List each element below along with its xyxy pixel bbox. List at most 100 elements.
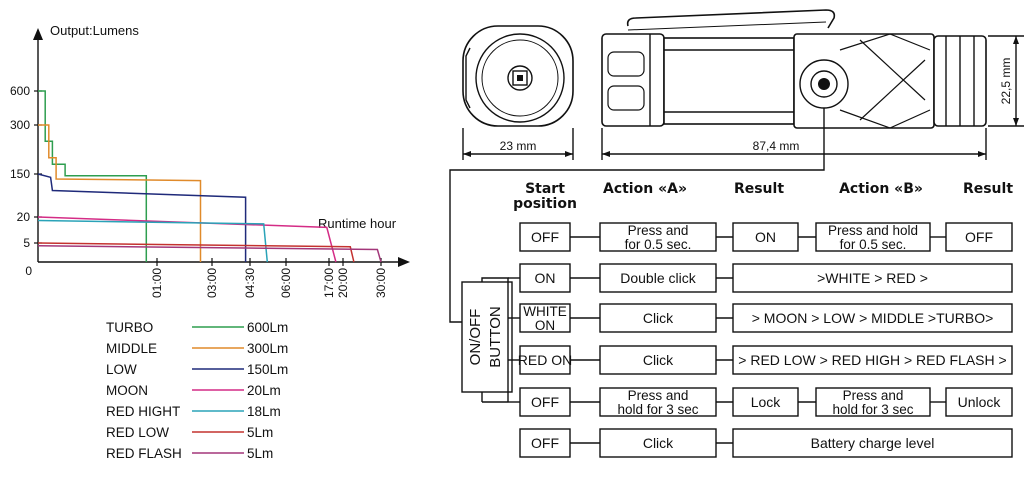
action-a-cell-text: Click [643,352,674,368]
header-start: Start [525,181,565,197]
y-tick-label: 5 [23,236,30,250]
x-tick-label: 03:00 [205,268,219,298]
y-tick-label: 20 [17,210,31,224]
header-result-2: Result [963,181,1013,197]
result-wide-cell [732,263,1013,293]
legend-name: MOON [106,383,148,398]
y-axis-arrow [33,28,43,40]
header-action-a: Action «A» [603,181,687,197]
action-a-cell [599,387,717,417]
series-line-turbo [38,90,148,262]
x-tick-label: 06:00 [279,268,293,298]
action-a-cell [599,345,717,375]
series-line-low [37,173,247,262]
flashlight-drawing: 23 mm 87,4 mm [449,9,1024,323]
start-cell-text: ON [535,270,556,286]
action-b-cell-text: for 0.5 sec. [840,237,907,252]
result-wide-cell-text: >WHITE > RED > [817,270,928,286]
result-wide-cell [732,345,1013,375]
legend-value: 300Lm [247,341,288,356]
legend-name: TURBO [106,320,153,335]
result2-cell [945,387,1013,417]
result-cell-text: Lock [751,394,782,410]
start-cell [519,263,571,293]
x-tick-label: 20:00 [336,268,350,298]
y-tick-label: 150 [10,167,30,181]
legend-name: RED FLASH [106,446,182,461]
start-cell-text: ON [535,318,555,333]
legend-value: 150Lm [247,362,288,377]
series-line-middle [38,124,202,262]
x-tick-label: 17:00 [322,268,336,298]
result-wide-cell-text: > RED LOW > RED HIGH > RED FLASH > [738,352,1006,368]
result-wide-cell [732,303,1013,333]
x-tick-label: 30:00 [374,268,388,298]
action-b-cell-text: Press and [843,388,904,403]
result-wide-cell-text: > MOON > LOW > MIDDLE >TURBO> [752,310,994,326]
legend-value: 600Lm [247,320,288,335]
series-line-moon [37,216,337,263]
header-action-b: Action «B» [839,181,923,197]
result-wide-cell [732,428,1013,458]
origin-label: 0 [25,264,32,278]
start-cell [519,387,571,417]
action-a-cell-text: for 0.5 sec. [625,237,692,252]
start-cell-text: OFF [531,435,559,451]
start-cell-text: OFF [531,229,559,245]
button-label-line1: ON/OFF [467,309,484,366]
x-tick-label: 01:00 [150,268,164,298]
operation-table: Start position Action «A» Result Action … [461,181,1013,458]
start-cell [519,428,571,458]
y-tick-label: 300 [10,118,30,132]
header-position: position [513,196,577,212]
legend-name: MIDDLE [106,341,157,356]
side-view [601,9,987,129]
start-cell-text: OFF [531,394,559,410]
legend-name: RED LOW [106,425,169,440]
pocket-clip [626,9,836,29]
action-b-cell-text: hold for 3 sec [832,402,913,417]
legend-value: 20Lm [247,383,281,398]
action-b-cell-text: Press and hold [828,223,918,238]
legend-value: 18Lm [247,404,281,419]
action-a-cell-text: hold for 3 sec [617,402,698,417]
on-off-button-box [461,281,513,393]
body-height-label: 22,5 mm [999,58,1013,105]
result-wide-cell-text: Battery charge level [811,435,935,451]
legend-value: 5Lm [247,425,273,440]
action-a-cell-text: Press and [628,388,689,403]
start-cell-text: RED ON [518,352,572,368]
result-cell [732,387,799,417]
legend-value: 5Lm [247,446,273,461]
legend-name: RED HIGHT [106,404,180,419]
action-a-cell [599,222,717,252]
body-length-label: 87,4 mm [753,139,800,153]
x-axis-arrow [398,257,410,267]
result2-cell-text: Unlock [958,394,1002,410]
result-cell-text: ON [755,229,776,245]
start-cell-text: WHITE [523,304,567,319]
front-view [462,25,574,127]
start-cell [519,345,571,375]
header-result-1: Result [734,181,784,197]
series-lines [37,90,382,263]
result2-cell-text: OFF [965,229,993,245]
legend-name: LOW [106,362,137,377]
result-cell [732,222,799,252]
front-diameter-label: 23 mm [500,139,537,153]
action-a-cell-text: Press and [628,223,689,238]
runtime-chart: Output:Lumens Runtime hour 0 60030015020… [10,23,410,461]
action-a-cell-text: Click [643,435,674,451]
x-axis-label: Runtime hour [318,216,397,231]
result2-cell [945,222,1013,252]
y-axis-label: Output:Lumens [50,23,139,38]
series-line-red-low [37,242,355,263]
button-label-line2: BUTTON [487,306,504,367]
series-line-red-flash [37,244,382,263]
x-tick-label: 04:30 [243,268,257,298]
